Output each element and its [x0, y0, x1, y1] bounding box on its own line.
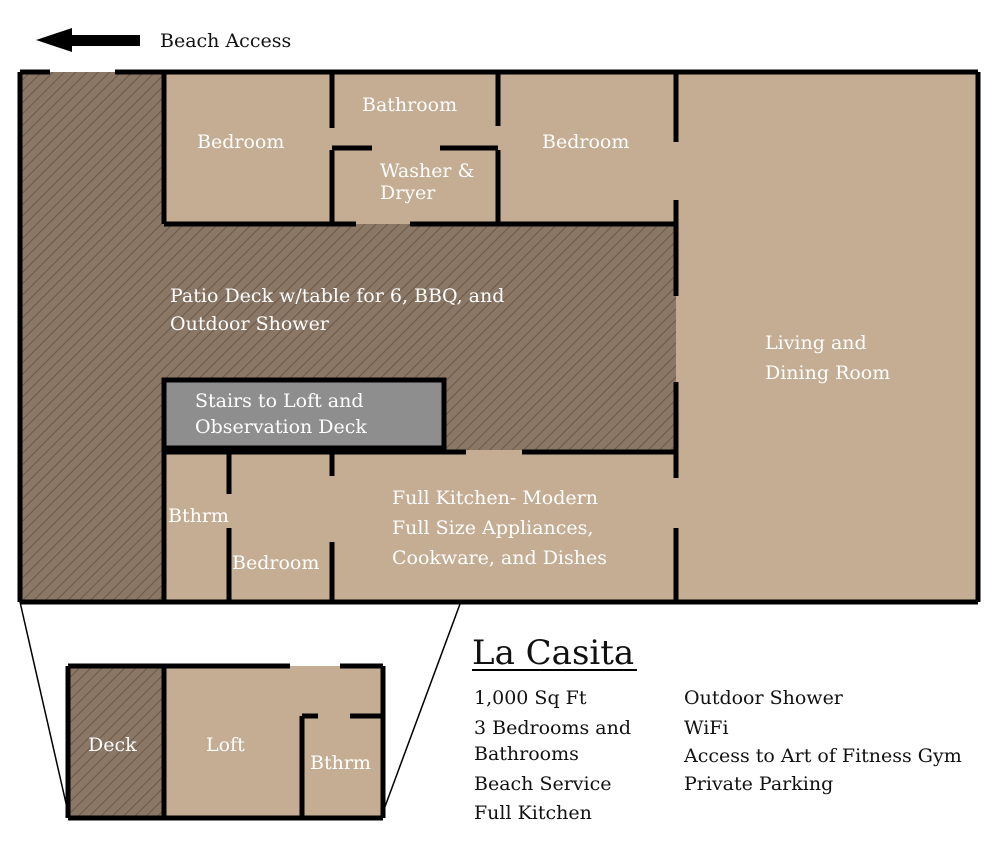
- feature-item: 1,000 Sq Ft: [474, 687, 587, 709]
- property-title: La Casita: [472, 633, 634, 673]
- feature-item: Full Kitchen: [474, 802, 592, 824]
- features-left-list: 1,000 Sq Ft 3 Bedrooms and Bathrooms Bea…: [474, 687, 631, 824]
- feature-item: Bathrooms: [474, 743, 579, 765]
- living-dining-label-2: Dining Room: [765, 362, 890, 384]
- loft-label: Loft: [206, 734, 245, 756]
- bathroom-label: Bathroom: [362, 94, 457, 116]
- bthrm-label: Bthrm: [168, 505, 229, 527]
- feature-item: Outdoor Shower: [684, 687, 844, 709]
- patio-deck-label-1: Patio Deck w/table for 6, BBQ, and: [170, 285, 504, 307]
- stairs-area: [161, 377, 447, 451]
- beach-access-arrow-icon: [36, 28, 140, 52]
- stairs-label-1: Stairs to Loft and: [195, 390, 364, 412]
- bedroom-2-label: Bedroom: [542, 131, 629, 153]
- loft-deck: [68, 666, 164, 818]
- feature-item: 3 Bedrooms and: [474, 717, 631, 739]
- stairs-label-2: Observation Deck: [195, 416, 367, 438]
- washer-dryer-label-1: Washer &: [380, 160, 475, 182]
- patio-deck-label-2: Outdoor Shower: [170, 313, 330, 335]
- loft-connector-right: [382, 603, 461, 813]
- feature-item: Access to Art of Fitness Gym: [683, 745, 962, 767]
- feature-item: WiFi: [684, 717, 729, 739]
- feature-item: Private Parking: [684, 773, 833, 795]
- loft-bthrm-label: Bthrm: [310, 752, 371, 774]
- loft-walls: [65, 663, 386, 821]
- kitchen-label-1: Full Kitchen- Modern: [392, 487, 598, 509]
- loft-connector-left: [19, 601, 69, 813]
- living-dining-label-1: Living and: [765, 332, 867, 354]
- main-walls: [17, 69, 981, 605]
- kitchen-label-3: Cookware, and Dishes: [392, 547, 607, 569]
- deck-left-strip: [20, 72, 164, 602]
- bedroom-3-label: Bedroom: [232, 552, 319, 574]
- beach-access-label: Beach Access: [160, 30, 291, 52]
- kitchen-label-2: Full Size Appliances,: [392, 517, 593, 539]
- loft-deck-label: Deck: [88, 734, 137, 756]
- features-right-list: Outdoor Shower WiFi Access to Art of Fit…: [683, 687, 962, 795]
- feature-item: Beach Service: [474, 773, 612, 795]
- bedroom-1-label: Bedroom: [197, 131, 284, 153]
- washer-dryer-label-2: Dryer: [380, 182, 436, 204]
